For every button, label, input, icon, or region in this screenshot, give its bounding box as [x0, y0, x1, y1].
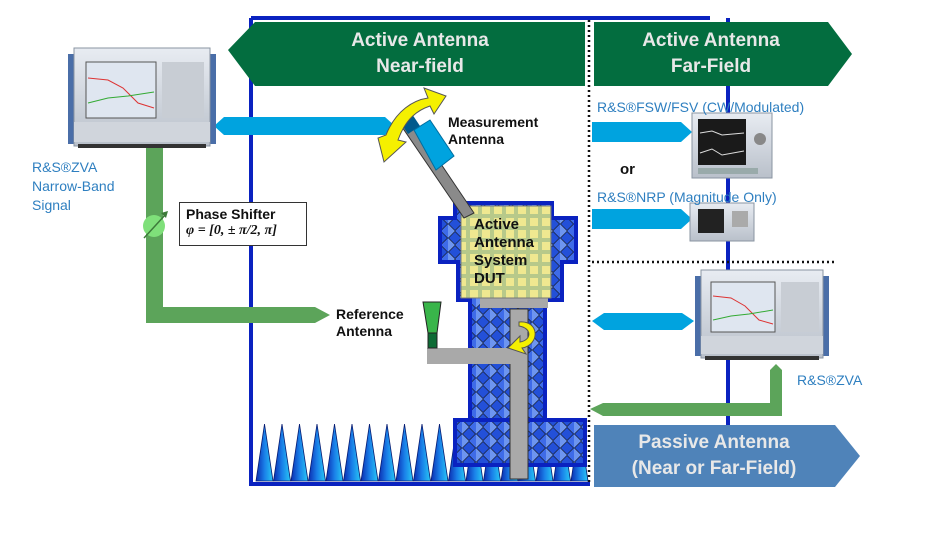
far-field-line2: Far-Field: [670, 56, 752, 77]
absorber-cone: [430, 423, 449, 482]
far-field-banner: [594, 22, 852, 86]
absorber-cone: [395, 423, 414, 482]
far-field-line1: Active Antenna: [642, 30, 780, 51]
phase-shifter-icon: [143, 211, 168, 239]
fsw-label: R&S®FSW/FSV (CW/Modulated): [597, 99, 805, 115]
measurement-antenna-line2: Antenna: [448, 131, 504, 147]
fsw-instrument: [691, 112, 773, 179]
zva-left-line2: Narrow-Band: [32, 178, 115, 194]
passive-line2: (Near or Far-Field): [631, 458, 797, 479]
signal-cyan-to-nrp: [592, 209, 692, 229]
nrp-label: R&S®NRP (Magnitude Only): [597, 189, 777, 205]
measurement-antenna-label: Measurement Antenna: [448, 114, 538, 148]
dut-line3: System: [474, 252, 528, 269]
phase-shifter-formula: φ = [0, ± π/2, π]: [186, 223, 277, 238]
dut-line2: Antenna: [474, 234, 534, 251]
reference-antenna-line1: Reference: [336, 306, 404, 322]
passive-line1: Passive Antenna: [638, 432, 790, 453]
rotation-arrow-dut: [507, 321, 536, 355]
dut-line4: DUT: [474, 270, 505, 287]
reference-antenna-icon: [422, 301, 442, 349]
measurement-antenna-line1: Measurement: [448, 114, 539, 130]
nrp-instrument: [689, 202, 755, 242]
absorber-cone: [413, 423, 431, 482]
dut-line1: Active: [474, 216, 520, 233]
reference-antenna-line2: Antenna: [336, 323, 392, 339]
near-field-banner: [228, 22, 585, 86]
zva-left-label: R&S®ZVA Narrow-Band Signal: [32, 158, 114, 215]
passive-banner-title: Passive Antenna (Near or Far-Field): [594, 430, 834, 482]
zva-right-label: R&S®ZVA: [797, 372, 863, 388]
rotation-arrow-measurement: [377, 87, 447, 163]
absorber-cone: [255, 423, 274, 482]
absorber-cone: [273, 423, 291, 482]
zva-instrument-left: [68, 47, 216, 148]
absorber-cone: [378, 423, 396, 482]
phase-shifter-title: Phase Shifter: [186, 206, 276, 222]
dut-label: Active Antenna System DUT: [474, 216, 534, 288]
signal-cyan-zva-right: [592, 313, 694, 330]
reference-antenna-label: Reference Antenna: [336, 306, 404, 340]
dut-panel: [460, 205, 552, 299]
signal-cyan-zva-to-antenna: [214, 117, 395, 135]
absorber-cone: [325, 423, 344, 482]
far-field-banner-title: Active Antenna Far-Field: [594, 28, 828, 80]
phase-shifter-box: Phase Shifter φ = [0, ± π/2, π]: [179, 202, 307, 246]
absorber-cone: [290, 423, 309, 482]
near-field-banner-title: Active Antenna Near-field: [255, 28, 585, 80]
absorber-cone: [343, 423, 361, 482]
passive-banner: [594, 425, 860, 487]
absorber-cone: [308, 423, 326, 482]
or-label: or: [620, 161, 635, 178]
signal-cyan-to-fsw: [592, 122, 692, 142]
signal-green-passive: [590, 364, 782, 416]
near-field-line2: Near-field: [376, 56, 464, 77]
zva-left-line3: Signal: [32, 197, 71, 213]
zva-left-line1: R&S®ZVA: [32, 159, 98, 175]
zva-instrument-right: [695, 269, 829, 360]
near-field-line1: Active Antenna: [351, 30, 489, 51]
absorber-cone: [360, 423, 379, 482]
